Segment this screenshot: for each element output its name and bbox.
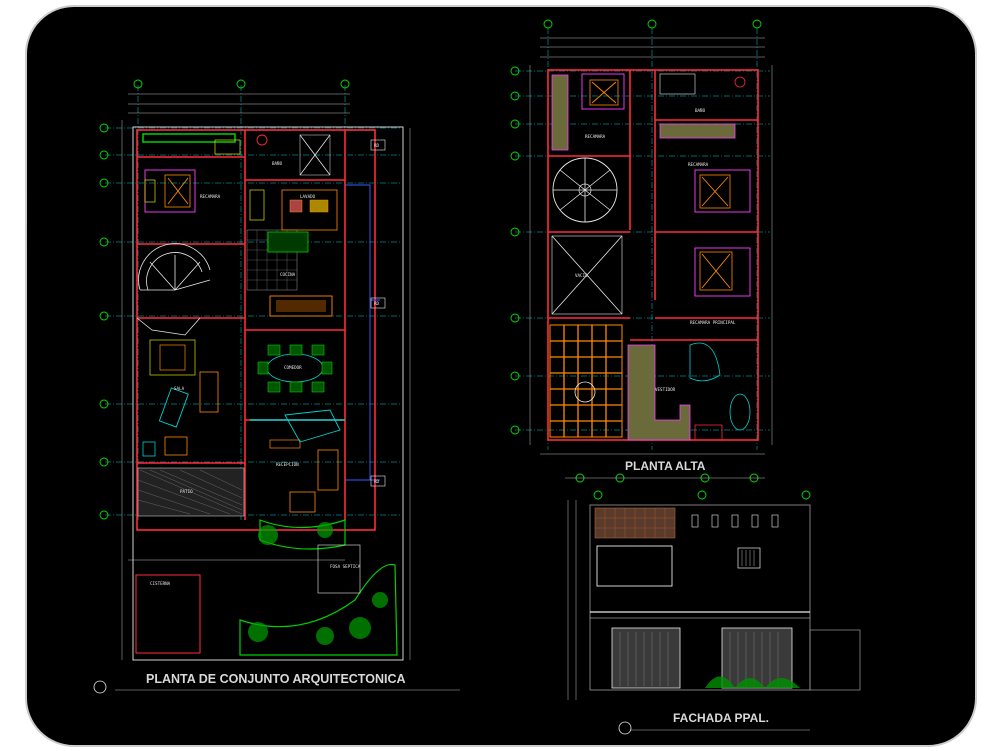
planter-top xyxy=(142,133,236,143)
title-marker-fachada xyxy=(618,721,632,735)
svg-text:BAÑO: BAÑO xyxy=(272,161,283,166)
title-planta-alta: PLANTA ALTA xyxy=(625,459,706,473)
parapet-windows xyxy=(691,514,779,528)
room-labels-conjunto: BAÑO RECAMARA LAVADO COCINA COMEDOR SALA… xyxy=(150,161,361,586)
upper-window xyxy=(737,547,761,569)
garden xyxy=(239,519,398,656)
rd-tags: RD RD RD xyxy=(370,139,386,487)
svg-text:LAVADO: LAVADO xyxy=(300,194,316,199)
svg-text:CISTERNA: CISTERNA xyxy=(150,581,171,586)
svg-text:RD: RD xyxy=(374,479,380,484)
closets-alta xyxy=(551,74,736,441)
svg-text:RECAMARA: RECAMARA xyxy=(200,194,221,199)
title-planta-conjunto: PLANTA DE CONJUNTO ARQUITECTONICA xyxy=(146,672,406,686)
svg-text:RECAMARA PRINCIPAL: RECAMARA PRINCIPAL xyxy=(690,320,736,325)
svg-text:BAÑO: BAÑO xyxy=(695,108,706,113)
svg-text:RD: RD xyxy=(374,301,380,306)
void-alta xyxy=(551,235,623,315)
svg-text:COCINA: COCINA xyxy=(280,272,296,277)
svg-text:RECAMARA: RECAMARA xyxy=(688,162,709,167)
axis-bubbles-alta xyxy=(510,19,762,483)
patio-hatch xyxy=(137,467,245,517)
bath-conjunto xyxy=(214,134,331,176)
svg-text:RD: RD xyxy=(374,143,380,148)
facade-outline xyxy=(589,504,811,691)
terrace-grid xyxy=(549,324,623,438)
bath-alta xyxy=(659,73,751,441)
title-marker-conjunto xyxy=(93,680,107,694)
beds-alta xyxy=(581,73,751,297)
living-furniture xyxy=(136,317,219,457)
lower-openings xyxy=(611,627,793,689)
balcony-panel xyxy=(596,545,673,587)
planta-alta: BAÑO RECAMARA RECAMARA RECAMARA PRINCIPA… xyxy=(510,19,773,483)
planta-conjunto: RD RD RD BAÑO RECAMARA LAVADO COCINA COM… xyxy=(93,79,460,694)
room-labels-alta: BAÑO RECAMARA RECAMARA RECAMARA PRINCIPA… xyxy=(575,108,736,392)
property-boundary xyxy=(132,126,404,661)
spiral-stair-alta xyxy=(552,157,618,223)
dining-table xyxy=(257,344,333,393)
svg-text:PATIO: PATIO xyxy=(180,489,193,494)
svg-text:SALA: SALA xyxy=(174,386,185,391)
svg-text:COMEDOR: COMEDOR xyxy=(284,365,302,370)
svg-text:FOSA SEPTICA: FOSA SEPTICA xyxy=(330,564,361,569)
fachada: FACHADA PPAL. xyxy=(567,490,861,735)
title-fachada: FACHADA PPAL. xyxy=(673,711,769,725)
kitchen-floor xyxy=(246,189,338,317)
dimensions-alta xyxy=(529,37,773,455)
facade-shrubs xyxy=(705,676,800,688)
svg-text:VACIO: VACIO xyxy=(575,273,588,278)
drawing-frame xyxy=(25,5,977,747)
svg-text:RECAMARA: RECAMARA xyxy=(585,134,606,139)
axis-bubbles-conjunto xyxy=(99,79,350,520)
spiral-stair-conjunto xyxy=(138,243,211,291)
bed-conjunto xyxy=(144,169,196,213)
svg-text:VESTIDOR: VESTIDOR xyxy=(655,387,676,392)
svg-text:RECEPCION: RECEPCION xyxy=(276,462,299,467)
dimensions-conjunto xyxy=(115,93,460,691)
reception-furniture xyxy=(250,409,345,513)
pipes xyxy=(345,184,380,481)
